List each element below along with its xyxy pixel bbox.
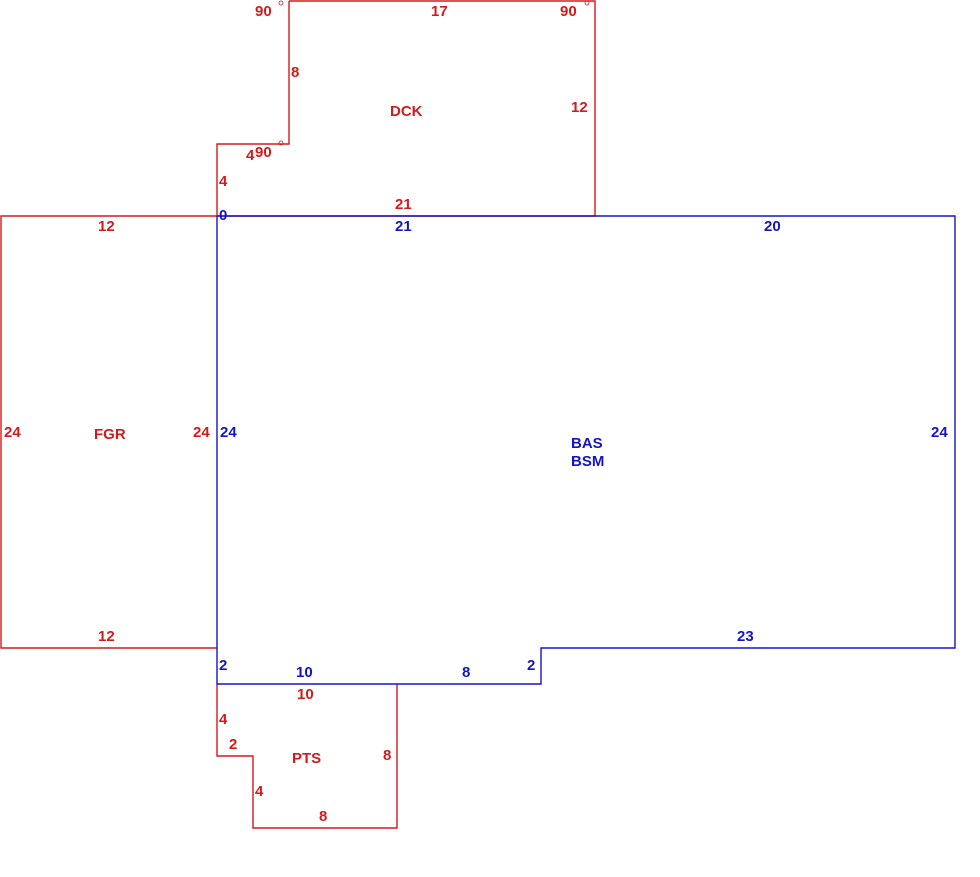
deck-dim-bottom: 21: [395, 196, 412, 213]
patio-dim-bottom: 8: [319, 808, 327, 825]
patio-dim-right: 8: [383, 747, 391, 764]
deck-angle-top-right: 90: [560, 3, 577, 20]
garage-label: FGR: [94, 426, 126, 443]
garage-dim-top: 12: [98, 218, 115, 235]
house-dim-step-right: 2: [527, 657, 535, 674]
deck-angle-top-left: 90: [255, 3, 272, 20]
house-dim-right: 24: [931, 424, 948, 441]
deck-angle-inner: 90: [255, 144, 272, 161]
garage-dim-right: 24: [193, 424, 210, 441]
garage-dim-left: 24: [4, 424, 21, 441]
deck-angle-marker-inner: [278, 140, 284, 146]
house-outline: [216, 215, 956, 685]
garage-dim-bottom: 12: [98, 628, 115, 645]
house-dim-bottom-left: 10: [296, 664, 313, 681]
patio-dim-step: 2: [229, 736, 237, 753]
patio-outline: [216, 684, 398, 829]
house-dim-top-left: 21: [395, 218, 412, 235]
garage-outline: [0, 215, 217, 649]
patio-dim-left-upper: 4: [219, 711, 228, 728]
deck-dim-top: 17: [431, 3, 448, 20]
house-label-bas: BAS: [571, 435, 603, 452]
deck-dim-upper-left: 8: [291, 64, 299, 81]
deck-dim-right: 12: [571, 99, 588, 116]
patio-dim-top: 10: [297, 686, 314, 703]
house-dim-bottom-mid: 8: [462, 664, 470, 681]
house-dim-bottom-right: 23: [737, 628, 754, 645]
house-label-bsm: BSM: [571, 453, 604, 470]
patio-dim-left-lower: 4: [255, 783, 264, 800]
deck-angle-marker-top-left: [278, 0, 284, 6]
deck-dim-origin: 0: [219, 207, 227, 224]
deck-dim-lower-left: 4: [219, 173, 228, 190]
deck-dim-step: 4: [246, 147, 255, 164]
house-dim-top-right: 20: [764, 218, 781, 235]
house-dim-left: 24: [220, 424, 237, 441]
deck-angle-marker-top-right: [584, 0, 590, 6]
house-dim-step-left: 2: [219, 657, 227, 674]
patio-label: PTS: [292, 750, 321, 767]
deck-label: DCK: [390, 103, 423, 120]
